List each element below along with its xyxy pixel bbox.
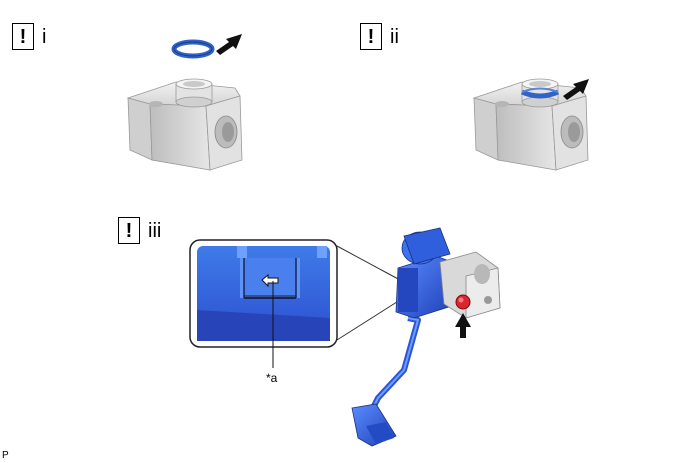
arrow-icon (216, 34, 242, 55)
step-i-header: ! i (12, 23, 46, 50)
caution-icon: ! (360, 23, 382, 50)
plug-part (455, 294, 471, 310)
step-ii-header: ! ii (360, 23, 399, 50)
step-i-label: i (42, 25, 47, 48)
caution-icon: ! (118, 217, 140, 244)
valve-block (126, 78, 243, 171)
leader-line (336, 245, 401, 281)
zoom-inset (189, 239, 338, 368)
step-ii-figure (472, 78, 589, 171)
figure-code: P (2, 450, 9, 461)
step-iii-header: ! iii (118, 217, 161, 244)
oring-part (171, 39, 215, 59)
leader-line (336, 299, 401, 341)
actuator-assembly (351, 227, 501, 447)
callout-label-a: *a (266, 371, 278, 385)
step-i-figure (126, 34, 243, 171)
arrow-icon (455, 313, 471, 338)
arrow-icon (563, 79, 589, 100)
oring-part (520, 87, 560, 99)
caution-icon: ! (12, 23, 34, 50)
hollow-arrow-icon (261, 273, 279, 288)
step-ii-label: ii (390, 25, 399, 48)
step-iii-label: iii (148, 219, 162, 242)
step-iii-figure (189, 227, 501, 447)
